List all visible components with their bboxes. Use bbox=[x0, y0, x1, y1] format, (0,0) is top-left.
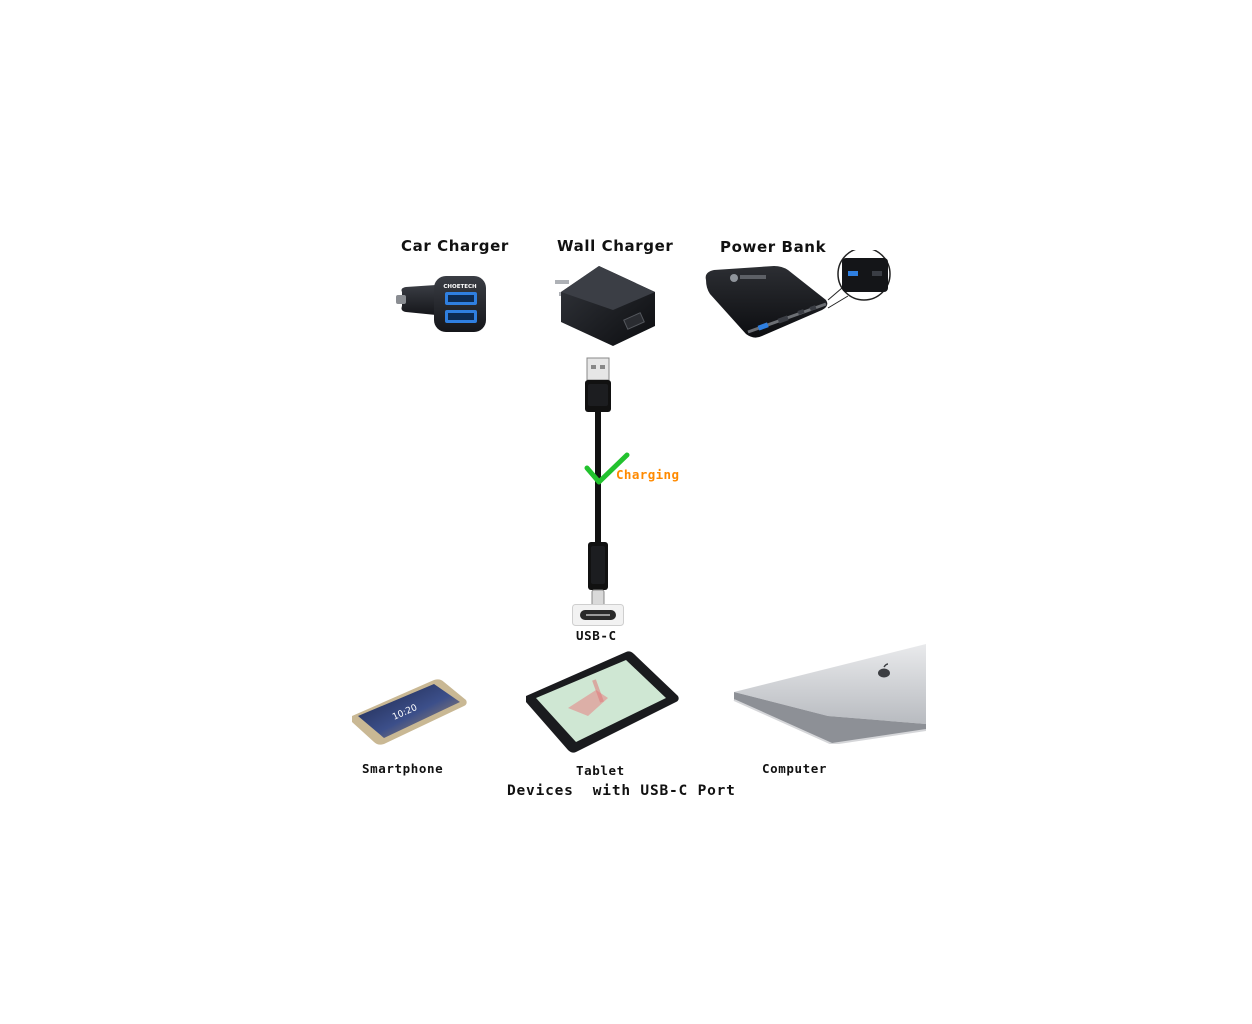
charging-label: Charging bbox=[616, 467, 680, 482]
tablet-image bbox=[524, 650, 680, 756]
usb-a-plug-icon bbox=[585, 357, 611, 412]
car-charger-image: CHOETECH bbox=[396, 272, 490, 334]
usb-c-plug-icon bbox=[588, 542, 608, 609]
car-charger-label: Car Charger bbox=[401, 237, 509, 255]
usb-c-label: USB-C bbox=[576, 628, 617, 643]
tablet-label: Tablet bbox=[576, 763, 625, 778]
wall-charger-label: Wall Charger bbox=[557, 237, 674, 255]
wall-charger-image bbox=[553, 262, 657, 348]
smartphone-image: 10:20 bbox=[348, 676, 470, 748]
car-charger-brand: CHOETECH bbox=[443, 284, 477, 290]
check-icon bbox=[584, 452, 630, 486]
computer-image bbox=[732, 644, 926, 744]
usb-c-port-icon bbox=[572, 604, 624, 626]
power-bank-label: Power Bank bbox=[720, 238, 827, 256]
laptop-logo-icon bbox=[878, 663, 890, 678]
power-bank-image bbox=[702, 250, 892, 342]
smartphone-label: Smartphone bbox=[362, 761, 444, 776]
devices-caption: Devices with USB-C Port bbox=[507, 783, 736, 799]
computer-label: Computer bbox=[762, 761, 828, 776]
